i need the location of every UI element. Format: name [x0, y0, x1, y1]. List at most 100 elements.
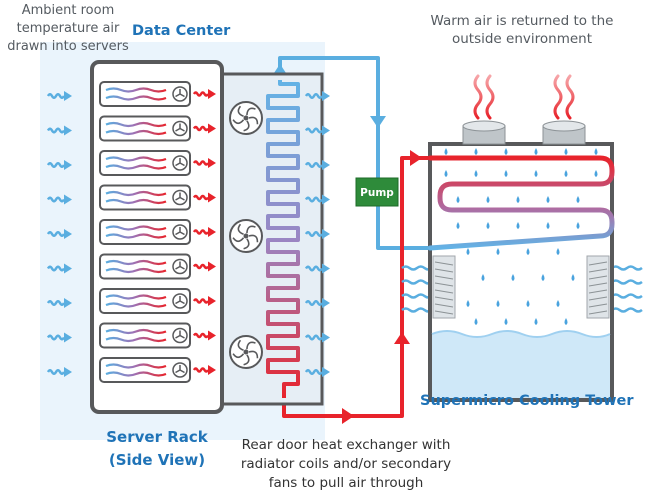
airflow-arrows — [46, 91, 643, 377]
water-drop-icon — [576, 196, 580, 203]
server-unit — [99, 115, 216, 142]
server-unit — [99, 357, 216, 383]
water-drop-icon — [486, 196, 490, 203]
rear-door-fans — [229, 101, 263, 369]
ambient-air-label-line-3: drawn into servers — [7, 39, 129, 54]
fan-icon — [229, 219, 263, 253]
cooling-tower-label: Supermicro Cooling Tower — [420, 393, 634, 409]
water-drop-icon — [516, 196, 520, 203]
water-drop-icon — [556, 300, 560, 307]
water-droplets — [444, 148, 598, 325]
hot-exhaust-arrow — [192, 332, 210, 339]
water-drop-icon — [496, 300, 500, 307]
cool-air-arrow — [46, 229, 72, 239]
water-drop-icon — [526, 248, 530, 255]
water-drop-icon — [564, 318, 568, 325]
server-unit — [99, 253, 216, 280]
warm-air-steam — [473, 74, 575, 120]
server-unit — [99, 219, 216, 245]
cool-air-arrow — [304, 229, 330, 239]
tower-coil — [427, 155, 615, 251]
water-drop-icon — [546, 196, 550, 203]
tower-right-louver — [586, 255, 610, 319]
water-drop-icon — [486, 222, 490, 229]
water-drop-icon — [474, 170, 478, 177]
hot-exhaust-arrow — [192, 263, 210, 270]
rear-door-coil — [266, 80, 300, 398]
water-drop-icon — [481, 274, 485, 281]
warm-air-label-line-2: outside environment — [451, 31, 593, 47]
server-unit — [99, 81, 216, 107]
ambient-air-label: Ambient room temperature air drawn into … — [6, 2, 130, 56]
water-drop-icon — [534, 170, 538, 177]
cool-air-arrow — [46, 160, 72, 170]
server-unit — [99, 288, 216, 314]
ambient-air-label-line-2: temperature air — [16, 21, 120, 36]
water-drop-icon — [546, 222, 550, 229]
tower-water — [432, 331, 610, 398]
server-unit — [99, 184, 216, 211]
rear-door-label-line-3: fans to pull air through — [268, 475, 424, 491]
fan-icon — [229, 101, 263, 135]
cool-air-arrow — [304, 263, 330, 274]
tower-fan-stacks — [462, 120, 586, 145]
cold-pipe-arrow-down — [370, 116, 386, 128]
hot-pipe-arrow-right-top — [410, 150, 422, 166]
water-drop-icon — [594, 148, 598, 155]
hot-exhaust-arrow — [192, 229, 210, 235]
water-drop-icon — [534, 148, 538, 155]
water-drop-icon — [466, 300, 470, 307]
server-rack-label-line-2: (Side View) — [108, 451, 206, 469]
water-drop-icon — [504, 170, 508, 177]
server-unit — [99, 150, 216, 176]
cool-air-arrow — [304, 367, 330, 377]
cool-air-arrow — [46, 194, 72, 205]
hot-exhaust-arrow — [192, 298, 210, 304]
tower-air-arrow — [401, 279, 643, 285]
hot-pipe-arrow-up — [394, 332, 410, 344]
hot-pipe-arrow-right — [342, 408, 354, 424]
hot-exhaust-arrow — [192, 194, 210, 201]
rear-door-label-line-2: radiator coils and/or secondary — [240, 456, 452, 472]
water-drop-icon — [504, 148, 508, 155]
water-drop-icon — [474, 148, 478, 155]
cool-air-arrow — [46, 332, 72, 343]
water-drop-icon — [444, 148, 448, 155]
tower-air-arrow — [401, 293, 643, 299]
cool-air-arrow — [304, 160, 330, 170]
water-drop-icon — [564, 148, 568, 155]
server-rack-label: Server Rack (Side View) — [92, 426, 222, 472]
hot-exhaust-arrow — [192, 91, 210, 97]
hot-exhaust-arrow — [192, 125, 210, 132]
water-drop-icon — [516, 222, 520, 229]
data-center-title: Data Center — [132, 23, 231, 39]
server-units — [99, 81, 216, 383]
water-drop-icon — [526, 300, 530, 307]
cool-air-arrow — [304, 332, 330, 343]
water-drop-icon — [511, 274, 515, 281]
server-unit — [99, 322, 216, 349]
water-drop-icon — [474, 318, 478, 325]
water-drop-icon — [556, 248, 560, 255]
tower-water-surface — [431, 330, 611, 338]
cool-air-arrow — [46, 125, 72, 136]
cool-air-arrow — [46, 298, 72, 308]
pump-label: Pump — [360, 187, 394, 199]
rear-door-label-line-1: Rear door heat exchanger with — [241, 437, 451, 453]
water-drop-icon — [564, 170, 568, 177]
server-rack-label-line-1: Server Rack — [106, 428, 208, 446]
cool-air-arrow — [304, 125, 330, 136]
water-drop-icon — [541, 274, 545, 281]
warm-air-label-line-1: Warm air is returned to the — [430, 13, 614, 29]
tower-air-arrow — [401, 265, 643, 271]
cooling-tower — [427, 74, 615, 402]
cool-air-arrow — [304, 91, 330, 101]
water-drop-icon — [444, 170, 448, 177]
water-drop-icon — [504, 318, 508, 325]
ambient-air-label-line-1: Ambient room — [21, 3, 115, 18]
water-drop-icon — [466, 248, 470, 255]
hot-exhaust-arrow — [192, 367, 210, 373]
cool-air-arrow — [304, 298, 330, 308]
water-drop-icon — [456, 196, 460, 203]
